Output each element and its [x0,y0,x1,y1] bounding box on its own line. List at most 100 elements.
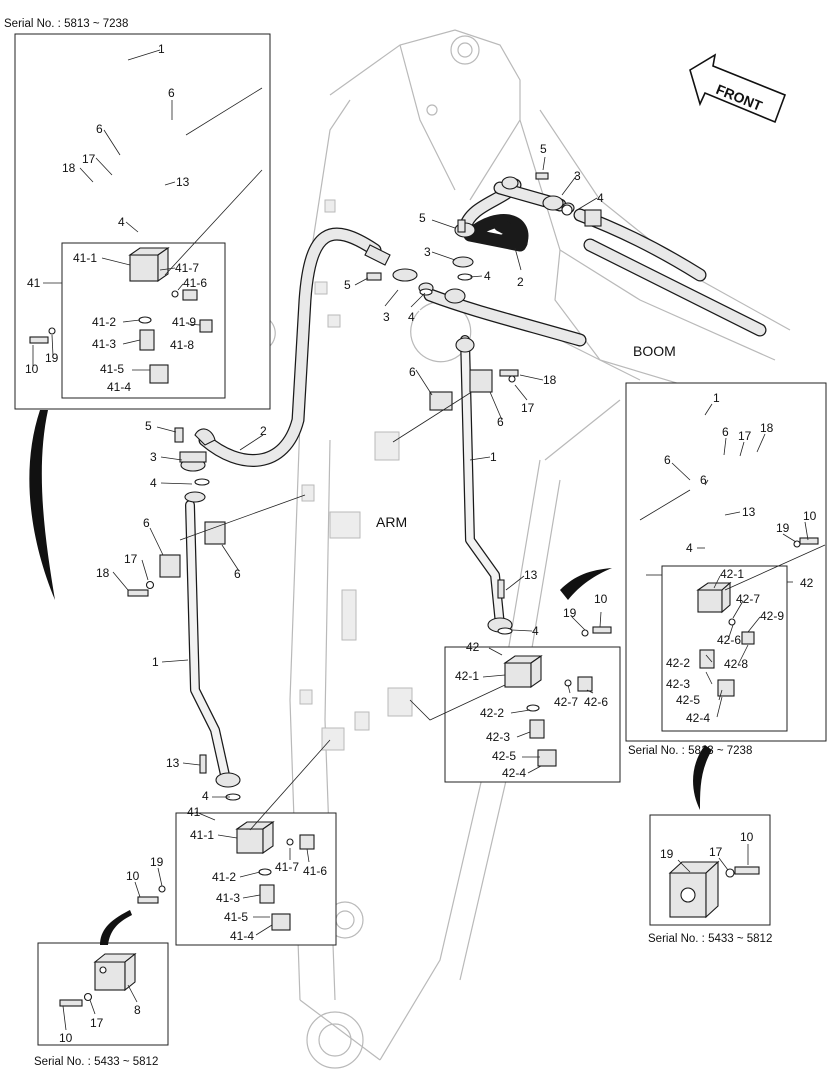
serial-right-inset: Serial No. : 5813 ~ 7238 [628,745,752,757]
callout-41-2: 41-2 [92,315,116,329]
callout-42: 42 [800,576,814,590]
callout-6: 6 [143,516,150,530]
callout-41-9: 41-9 [172,315,196,329]
callout-4: 4 [150,476,157,490]
callout-41: 41 [187,805,201,819]
callout-4: 4 [484,269,491,283]
inset-bottom-right [649,814,771,926]
callout-10: 10 [25,362,39,376]
callout-42-7: 42-7 [554,695,578,709]
callout-4: 4 [686,541,693,555]
callout-leaders [32,49,809,1031]
callout-4: 4 [408,310,415,324]
inset-links [164,87,826,831]
callout-8: 8 [134,1003,141,1017]
inset-right [625,382,827,742]
callout-42-5: 42-5 [676,693,700,707]
callout-19: 19 [563,606,577,620]
callout-10: 10 [126,869,140,883]
callout-18: 18 [543,373,557,387]
callout-17: 17 [521,401,535,415]
callout-42-3: 42-3 [666,677,690,691]
front-arrow-icon: FRONT [689,53,787,124]
callout-17: 17 [82,152,96,166]
callout-3: 3 [383,310,390,324]
inset-bottom-left [37,942,169,1046]
callout-41-2: 41-2 [212,870,236,884]
callout-5: 5 [145,419,152,433]
callout-4: 4 [118,215,125,229]
callout-41-4: 41-4 [107,380,131,394]
callout-42-2: 42-2 [666,656,690,670]
callout-42-6: 42-6 [717,633,741,647]
callout-1: 1 [158,42,165,56]
callout-3: 3 [150,450,157,464]
arm-label: ARM [376,514,407,530]
callout-6: 6 [168,86,175,100]
callout-41-7: 41-7 [275,860,299,874]
callout-4: 4 [532,624,539,638]
inset-pointers [29,410,712,945]
callout-42-7: 42-7 [736,592,760,606]
serial-bottom-left: Serial No. : 5433 ~ 5812 [34,1056,158,1068]
callout-1: 1 [152,655,159,669]
callout-2: 2 [260,424,267,438]
callout-5: 5 [344,278,351,292]
callout-3: 3 [574,169,581,183]
callout-19: 19 [150,855,164,869]
callout-42-9: 42-9 [760,609,784,623]
callout-19: 19 [45,351,59,365]
callout-41-5: 41-5 [100,362,124,376]
callout-labels: 1 6 6 17 18 13 4 41-1 41-7 41-6 41-2 41-… [25,42,817,1045]
callout-13: 13 [524,568,538,582]
callout-6: 6 [664,453,671,467]
callout-13: 13 [166,756,180,770]
callout-6: 6 [497,415,504,429]
callout-10: 10 [59,1031,73,1045]
inset-bottom-mid [137,812,337,946]
callout-41-3: 41-3 [216,891,240,905]
callout-17: 17 [738,429,752,443]
callout-18: 18 [96,566,110,580]
callout-42-6: 42-6 [584,695,608,709]
callout-13: 13 [742,505,756,519]
callout-4: 4 [597,191,604,205]
callout-10: 10 [594,592,608,606]
callout-42-4: 42-4 [686,711,710,725]
callout-17: 17 [90,1016,104,1030]
callout-3: 3 [424,245,431,259]
callout-41-1: 41-1 [190,828,214,842]
callout-6: 6 [409,365,416,379]
callout-2: 2 [517,275,524,289]
callout-41: 41 [27,276,41,290]
callout-6: 6 [722,425,729,439]
inset-top-left [14,33,271,410]
callout-41-8: 41-8 [170,338,194,352]
callout-42-1: 42-1 [455,669,479,683]
callout-41-3: 41-3 [92,337,116,351]
callout-41-5: 41-5 [224,910,248,924]
callout-42-8: 42-8 [724,657,748,671]
callout-19: 19 [776,521,790,535]
callout-5: 5 [540,142,547,156]
callout-41-6: 41-6 [303,864,327,878]
serial-top-left: Serial No. : 5813 ~ 7238 [4,18,128,30]
callout-42: 42 [466,640,480,654]
callout-13: 13 [176,175,190,189]
callout-6: 6 [700,473,707,487]
callout-41-1: 41-1 [73,251,97,265]
callout-5: 5 [419,211,426,225]
callout-1: 1 [713,391,720,405]
callout-42-3: 42-3 [486,730,510,744]
callout-42-2: 42-2 [480,706,504,720]
callout-42-5: 42-5 [492,749,516,763]
callout-18: 18 [62,161,76,175]
callout-4: 4 [202,789,209,803]
callout-41-7: 41-7 [175,261,199,275]
callout-42-4: 42-4 [502,766,526,780]
callout-10: 10 [803,509,817,523]
callout-41-6: 41-6 [183,276,207,290]
callout-6: 6 [96,122,103,136]
boom-label: BOOM [633,343,676,359]
